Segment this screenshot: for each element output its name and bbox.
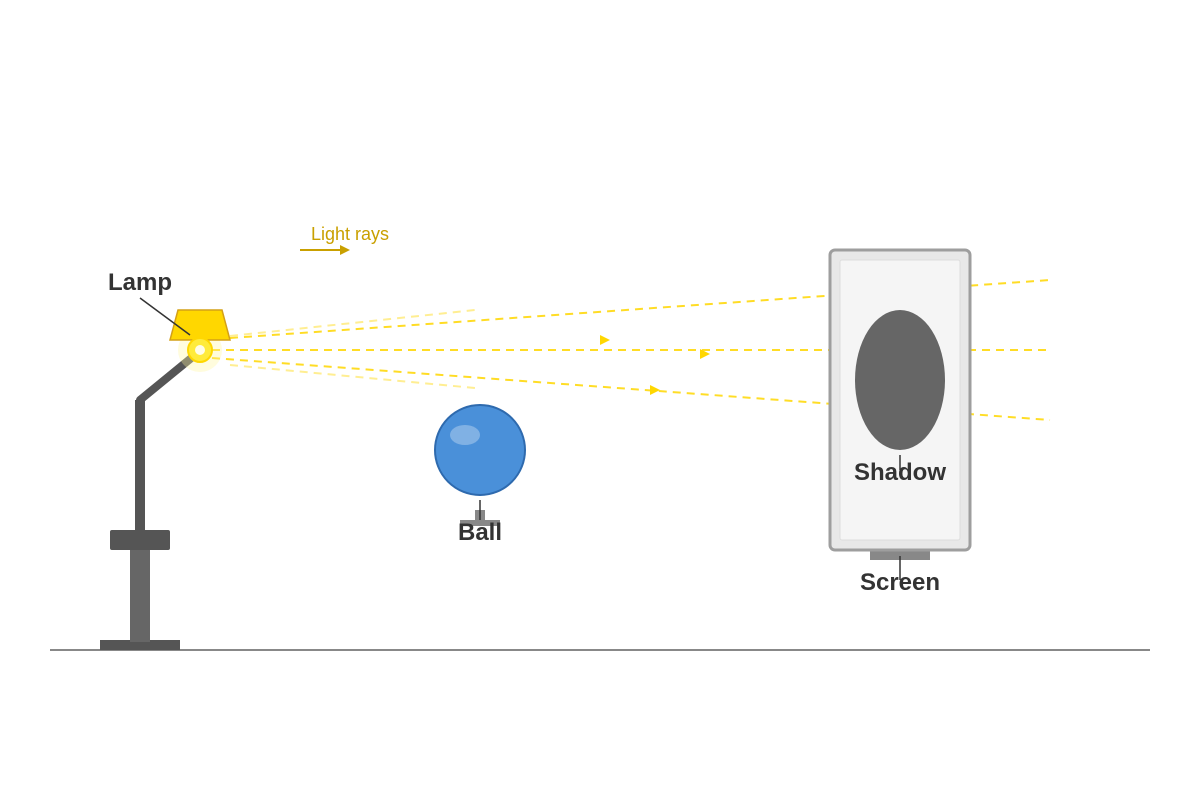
ball-sphere: [434, 404, 526, 496]
ray-arrow: [650, 385, 660, 395]
ray-arrow: [700, 349, 710, 359]
screen-label: Screen: [860, 569, 940, 596]
lamp: [100, 297, 231, 650]
ray-upper-long: [229, 279, 1051, 339]
lamp-pillar: [130, 545, 150, 642]
lamp-base-plate: [110, 530, 170, 550]
ball-highlight: [450, 425, 480, 445]
lamp-shade: [169, 309, 231, 341]
legend-arrow-head: [340, 245, 350, 255]
lamp-bulb-core: [195, 345, 205, 355]
lamp-arm: [136, 351, 199, 404]
ray-arrows: [600, 335, 710, 395]
ball-label: Ball: [458, 519, 502, 546]
screen: [828, 248, 972, 580]
lamp-label: Lamp: [108, 269, 172, 296]
lamp-foot: [100, 640, 180, 650]
ray-upper-short: [229, 309, 476, 337]
lamp-post: [135, 400, 145, 532]
light-rays-legend: [300, 245, 350, 255]
light-rays-label: Light rays: [311, 224, 389, 244]
shadow-shape: [855, 310, 945, 450]
ray-arrow: [600, 335, 610, 345]
lamp-pointer: [139, 297, 191, 336]
ball: [434, 404, 526, 526]
shadow-label: Shadow: [854, 459, 946, 486]
